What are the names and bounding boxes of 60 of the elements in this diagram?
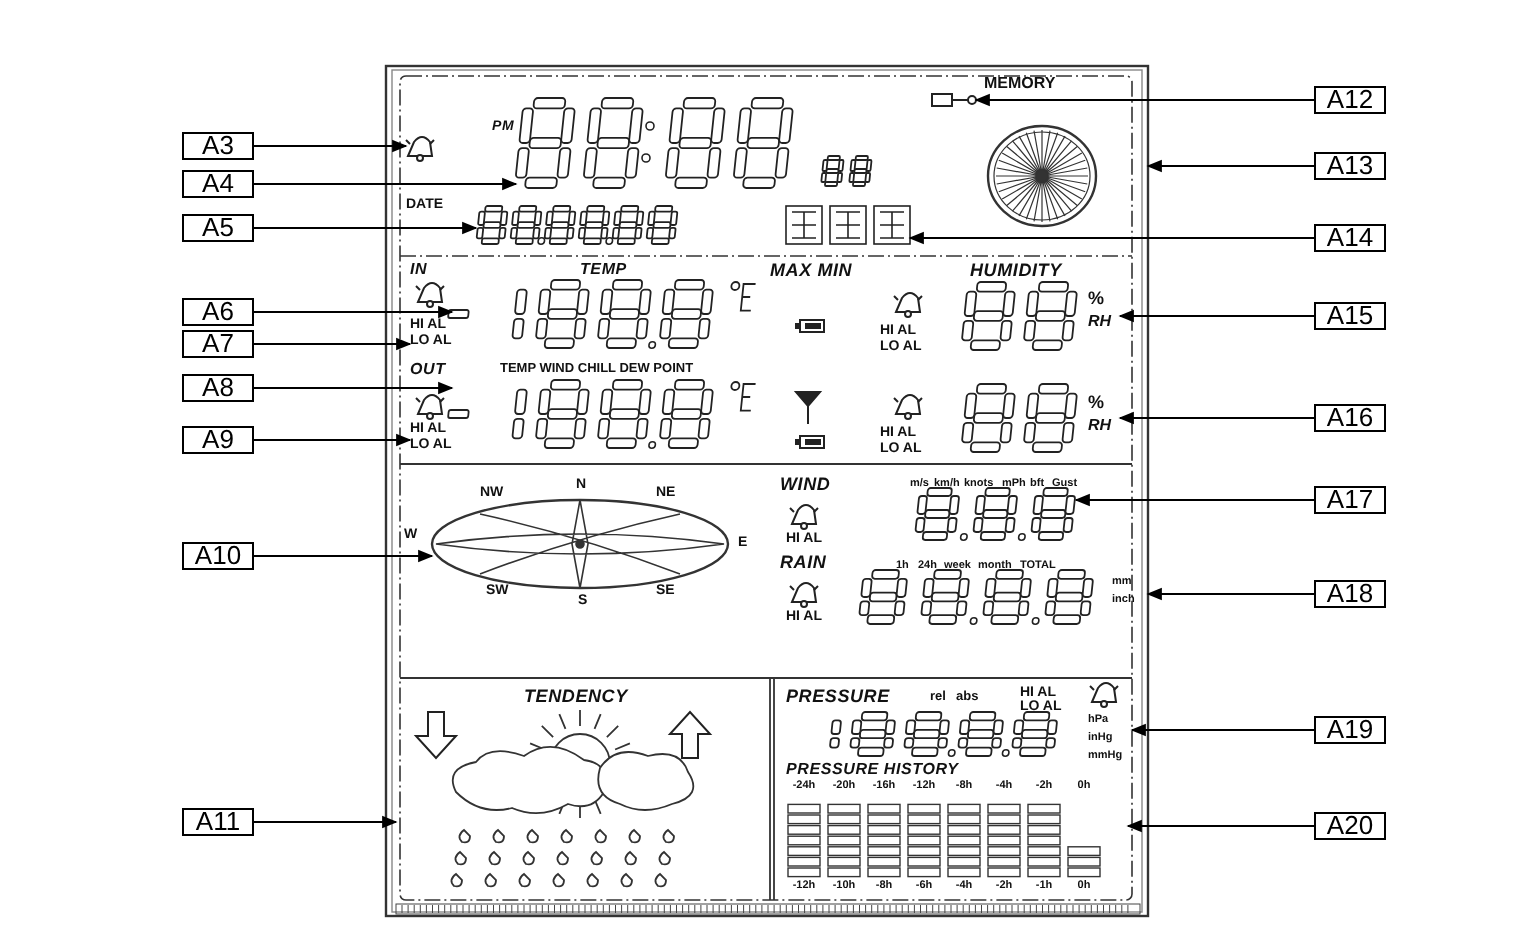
callout-label: A18 [1314,580,1386,608]
callout-label: A12 [1314,86,1386,114]
leader-line [254,305,454,319]
callout-label: A9 [182,426,254,454]
leader-line [1126,819,1314,833]
leader-line [974,93,1314,107]
leader-line [254,815,398,829]
leader-line [1074,493,1314,507]
callout-label: A6 [182,298,254,326]
memory-icon [931,93,977,107]
callout-label: A19 [1314,716,1386,744]
leader-line [254,433,412,447]
display-heading: IN [410,262,428,278]
callout-label: A15 [1314,302,1386,330]
leader-line [1146,587,1314,601]
leader-line [254,381,454,395]
temperature-display [447,379,757,449]
callout-label: A14 [1314,224,1386,252]
callout-label: A17 [1314,486,1386,514]
display-label: MEMORY [984,76,1056,92]
leader-line [254,139,408,153]
unit-label: % [1088,288,1105,310]
date-display [475,205,679,245]
leader-line [254,221,478,235]
leader-line [908,231,1314,245]
pressure-history-bar-graph [787,803,1101,878]
callout-label: A5 [182,214,254,242]
leader-line [1118,309,1314,323]
display-heading: WIND [780,476,831,494]
temperature-display [447,279,757,349]
callout-label: A11 [182,808,254,836]
weekday-display [785,205,911,245]
unit-label: RH [1088,310,1112,332]
callout-label: A10 [182,542,254,570]
alarm-bell-icon [405,136,435,162]
leader-line [254,337,412,351]
callout-label: A16 [1314,404,1386,432]
leader-line [1130,723,1314,737]
callout-label: A3 [182,132,254,160]
callout-label: A4 [182,170,254,198]
leader-line [254,549,434,563]
time-display [514,97,794,189]
display-heading: MAX MIN [770,262,853,280]
display-heading: TENDENCY [524,688,628,706]
display-heading: PRESSURE HISTORY [786,762,959,778]
callout-label: A13 [1314,152,1386,180]
callout-label: A20 [1314,812,1386,840]
callout-label: A8 [182,374,254,402]
callout-label: A7 [182,330,254,358]
unit-label: % [1088,392,1105,414]
display-heading: RAIN [780,554,827,572]
leader-line [1146,159,1314,173]
display-heading: PRESSURE [786,688,890,706]
display-heading: TEMP [580,262,627,278]
unit-label: RH [1088,414,1112,436]
leader-line [1118,411,1314,425]
display-heading: HUMIDITY [970,262,1062,280]
leader-line [254,177,518,191]
display-heading: OUT [410,362,446,378]
wind-speed-display [914,487,1077,541]
